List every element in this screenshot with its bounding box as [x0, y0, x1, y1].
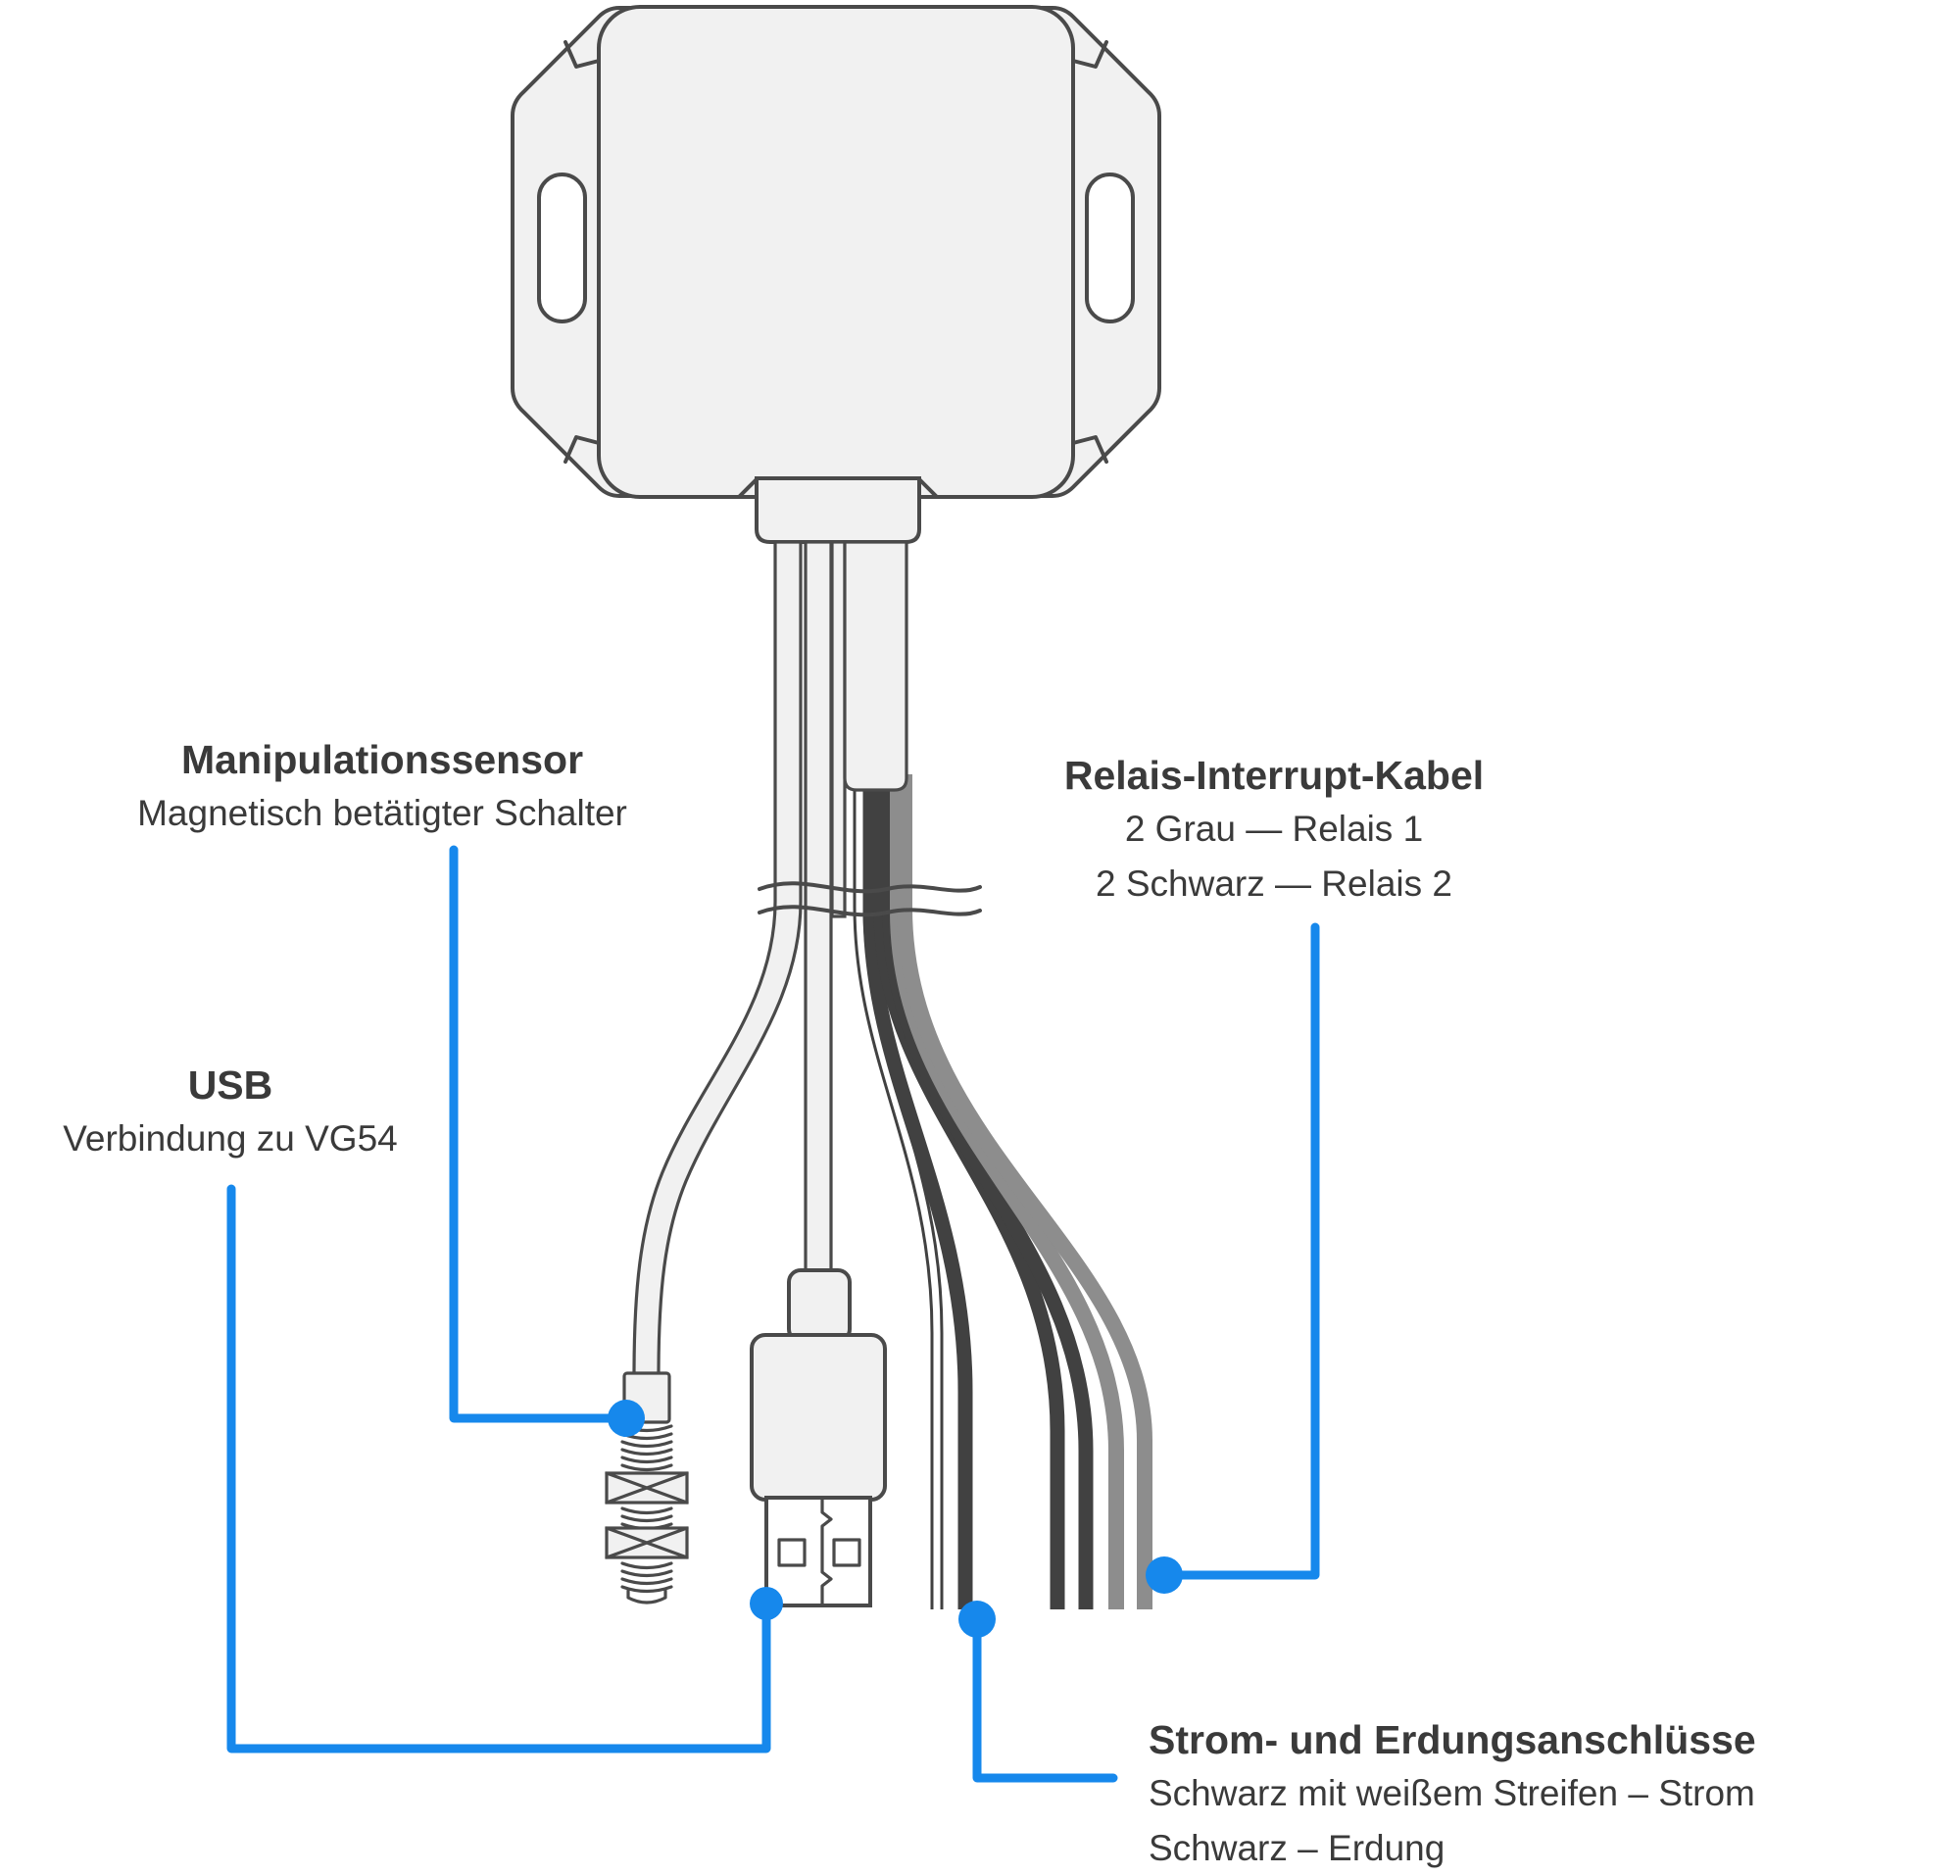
sensor-thread-tip	[620, 1561, 673, 1604]
callout-line-relay	[1159, 922, 1320, 1580]
callout-dot-power	[958, 1601, 996, 1638]
wire-ground-black	[862, 774, 973, 1609]
usb-strain-relief	[787, 1268, 852, 1343]
usb-contact-left	[777, 1538, 807, 1567]
gland-notch-left	[737, 477, 759, 499]
callout-line-usb	[226, 1184, 771, 1753]
callout-dot-tamper	[608, 1400, 645, 1437]
wire-fan	[853, 774, 1152, 1609]
tamper-sensor-subtitle: Magnetisch betätigter Schalter	[137, 793, 627, 833]
callout-line-tamper	[449, 845, 631, 1423]
plate-notch-top-right	[1071, 40, 1108, 69]
wire-relay2-black-2	[882, 774, 1094, 1609]
usb-metal-shell	[764, 1496, 872, 1607]
plate-notch-bottom-left	[564, 435, 601, 464]
callout-dot-relay	[1146, 1556, 1183, 1594]
wire-power-stripe-highlight	[856, 774, 941, 1609]
wire-sleeve	[843, 540, 908, 792]
wire-relay1-gray-2	[897, 774, 1152, 1609]
tamper-sensor-cable	[632, 540, 803, 1377]
power-ground-label: Strom- und Erdungsanschlüsse Schwarz mit…	[1149, 1713, 1933, 1876]
tamper-sensor-label: Manipulationssensor Magnetisch betätigte…	[59, 733, 706, 841]
usb-contact-right	[832, 1538, 861, 1567]
callout-line-power	[972, 1614, 1118, 1783]
relay-cable-title: Relais-Interrupt-Kabel	[1063, 753, 1485, 798]
relay-cable-label: Relais-Interrupt-Kabel 2 Grau — Relais 1…	[980, 749, 1568, 912]
aux-cable	[830, 540, 847, 918]
usb-shell-seam	[820, 1496, 833, 1607]
usb-connector	[750, 1268, 887, 1607]
sensor-thread-middle	[620, 1506, 673, 1531]
plate-notch-bottom-right	[1071, 435, 1108, 464]
relay-cable-line2: 2 Schwarz — Relais 2	[1096, 864, 1452, 904]
cable-gland	[755, 476, 921, 544]
cable-tie	[758, 881, 982, 917]
power-ground-line1: Schwarz mit weißem Streifen – Strom	[1149, 1773, 1755, 1813]
usb-title: USB	[187, 1062, 273, 1108]
plate-notch-top-left	[564, 40, 601, 69]
callouts	[226, 845, 1320, 1783]
gland-notch-right	[917, 477, 939, 499]
relay-cable-line1: 2 Grau — Relais 1	[1124, 809, 1424, 849]
callout-dot-usb	[750, 1587, 783, 1620]
usb-subtitle: Verbindung zu VG54	[63, 1118, 398, 1159]
power-ground-title: Strom- und Erdungsanschlüsse	[1149, 1717, 1756, 1762]
mounting-slot-right	[1085, 173, 1135, 323]
power-ground-line2: Schwarz – Erdung	[1149, 1828, 1446, 1868]
usb-plug-body	[750, 1333, 887, 1502]
mounting-slot-left	[537, 173, 587, 323]
tamper-sensor-title: Manipulationssensor	[180, 737, 584, 782]
usb-label: USB Verbindung zu VG54	[0, 1059, 461, 1166]
device-front-cover	[597, 5, 1075, 499]
